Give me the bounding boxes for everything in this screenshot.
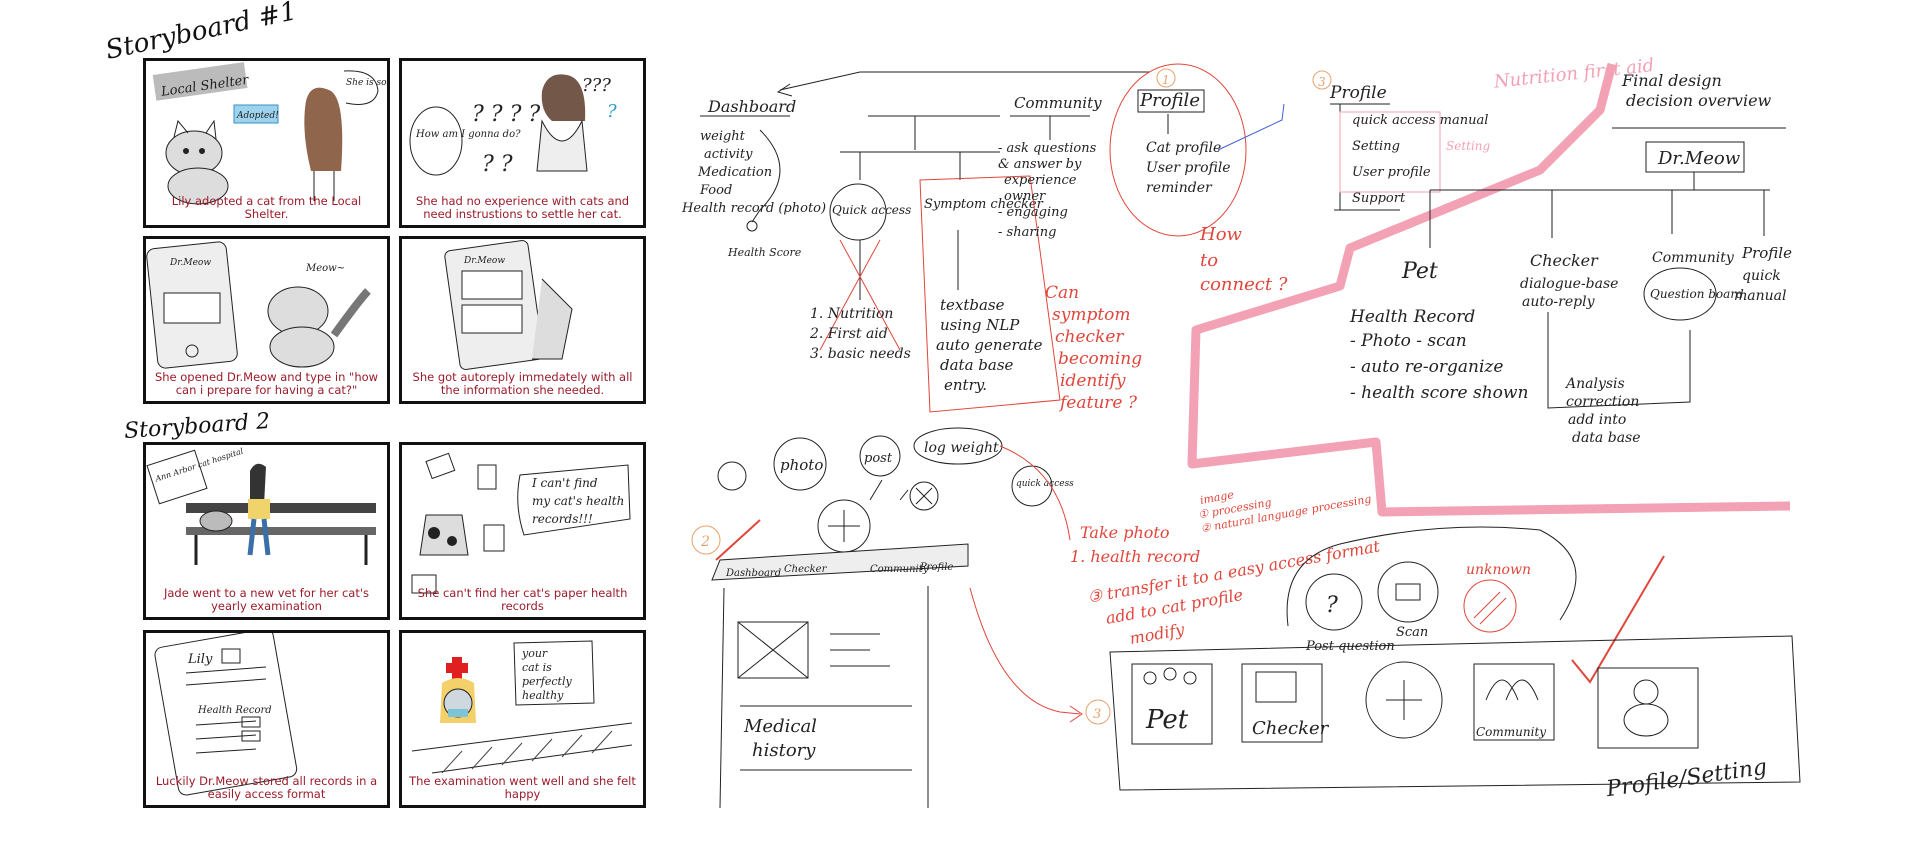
panel-8-caption: The examination went well and she felt h… [409,774,636,801]
panel-6-caption: She can't find her cat's paper health re… [417,586,628,613]
final-nav-profile-setting: Profile/Setting [1604,755,1769,802]
svg-text:? ?: ? ? [482,152,513,177]
medical-history-label: Medical history [743,716,823,761]
panel-4-caption: She got autoreply immedately with all th… [412,370,633,397]
symptom-items: textbase using NLP auto generate data ba… [936,296,1047,394]
panel-1-speech: She is so cute! [346,78,387,88]
pet-label: Pet [1401,259,1438,284]
panel-7-screen-name: Lily [187,652,213,667]
final-nav-community: Community [1476,725,1546,739]
symptom-checker-label: Symptom checker [924,197,1044,212]
unknown-label: unknown [1466,562,1531,578]
profile2-label: Profile [1329,83,1387,103]
final-design-title: Final design decision overview [1621,71,1772,110]
panel-6-speech: I can't find my cat's health records!!! [531,476,628,526]
analysis-note: Analysis correction add into data base [1564,376,1644,446]
pet-items: Health Record - Photo - scan - auto re-o… [1349,307,1528,403]
bubble-log-weight: log weight [924,440,999,456]
panel-8-speech: your cat is perfectly healthy [521,647,575,702]
storyboard-1-panel-2: How am I gonna do? ? ? ? ? ? ? ??? ? She… [399,58,646,228]
scan-label: Scan [1396,625,1428,640]
panel-8-sketch: your cat is perfectly healthy [411,640,633,774]
profile-num: 1 [1162,73,1170,87]
checker-items: dialogue-base auto-reply [1520,276,1623,310]
panel-5-sketch: Ann Arbor cat hospital [146,446,376,565]
panel-7-caption: Luckily Dr.Meow stored all records in a … [155,774,378,801]
num-3-label: 3 [1093,707,1101,722]
panel-3-sketch: Dr.Meow Meow~ [146,241,371,369]
panel-2-thought: How am I gonna do? [415,129,521,140]
quick-access-label: Quick access [832,203,911,217]
dashboard-items: weight activity Medication Food Health r… [681,129,826,216]
storyboard-2-panel-2: I can't find my cat's health records!!! … [399,442,646,620]
panel-7-sketch: Lily Health Record [154,633,298,796]
panel-5-caption: Jade went to a new vet for her cat's yea… [163,586,370,613]
health-score-label: Health Score [727,246,802,259]
svg-text:???: ??? [582,75,611,96]
panel-4-sketch: Dr.Meow [444,240,573,370]
bubble-post: post [864,451,893,466]
question-board-label: Question board [1650,287,1744,301]
svg-text:? ? ? ?: ? ? ? ? [472,102,540,127]
svg-text:?: ? [607,101,617,122]
profile3-items: quick manual [1734,268,1786,304]
nav-labels: Dashboard Checker Community Profile [725,562,953,579]
bubble-photo: photo [780,456,823,474]
adopted-tag-text: Adopted! [236,111,279,121]
storyboard-2-panel-3: Lily Health Record Luckily Dr.Meow store… [143,630,390,808]
drmeow-box-label: Dr.Meow [1657,148,1741,169]
storyboard-1-panel-1: Local Shelter Adopted! She is so cute! L… [143,58,390,228]
panel-3-caption: She opened Dr.Meow and type in "how can … [154,370,379,397]
profile3-label: Profile [1741,244,1792,262]
num-2-label: 2 [700,534,710,550]
final-nav-checker: Checker [1252,718,1330,739]
symptom-question: Can symptom checker becoming identify fe… [1045,283,1148,413]
profile-label: Profile [1139,90,1200,111]
profile2-items: quick access manual Setting User profile… [1352,113,1493,206]
panel-1-caption: Lily adopted a cat from the Local Shelte… [171,194,362,221]
bubble-quick-access: quick access [1016,479,1074,489]
setting-note: Setting [1446,139,1491,153]
how-to-connect: How to connect ? [1199,224,1288,295]
panel-7-screen-heading: Health Record [197,705,272,716]
storyboard-1-panel-4: Dr.Meow She got autoreply immedately wit… [399,236,646,404]
profile2-num: 3 [1318,75,1326,89]
community-items: - ask questions & answer by experience o… [998,141,1100,240]
panel-2-caption: She had no experience with cats and need… [415,194,630,221]
profile-items: Cat profile User profile reminder [1146,140,1235,196]
dashboard-label: Dashboard [707,97,796,116]
checker-label: Checker [1530,251,1599,270]
community-label: Community [1014,94,1102,112]
community2-label: Community [1652,250,1735,266]
final-nav-pet: Pet [1145,705,1189,735]
storyboard-2-panel-4: your cat is perfectly healthy The examin… [399,630,646,808]
panel-1-sketch: Local Shelter Adopted! She is so cute! [152,62,387,205]
panel-6-sketch: I can't find my cat's health records!!! [411,452,631,594]
storyboard-2-panel-1: Ann Arbor cat hospital Jade went to a ne… [143,442,390,620]
panel-2-sketch: How am I gonna do? ? ? ? ? ? ? ??? ? [409,74,617,177]
storyboard-1-panel-3: Dr.Meow Meow~ She opened Dr.Meow and typ… [143,236,390,404]
panel-3-phone-app: Dr.Meow [169,258,211,268]
photo-process-note: image ① processing ② natural language pr… [1195,465,1372,535]
take-photo-note: Take photo 1. health record [1070,523,1200,566]
svg-text:?: ? [1326,593,1338,618]
quick-items: 1. Nutrition 2. First aid 3. basic needs [809,306,911,362]
panel-4-phone-app: Dr.Meow [463,256,505,266]
panel-3-sound: Meow~ [305,263,345,274]
